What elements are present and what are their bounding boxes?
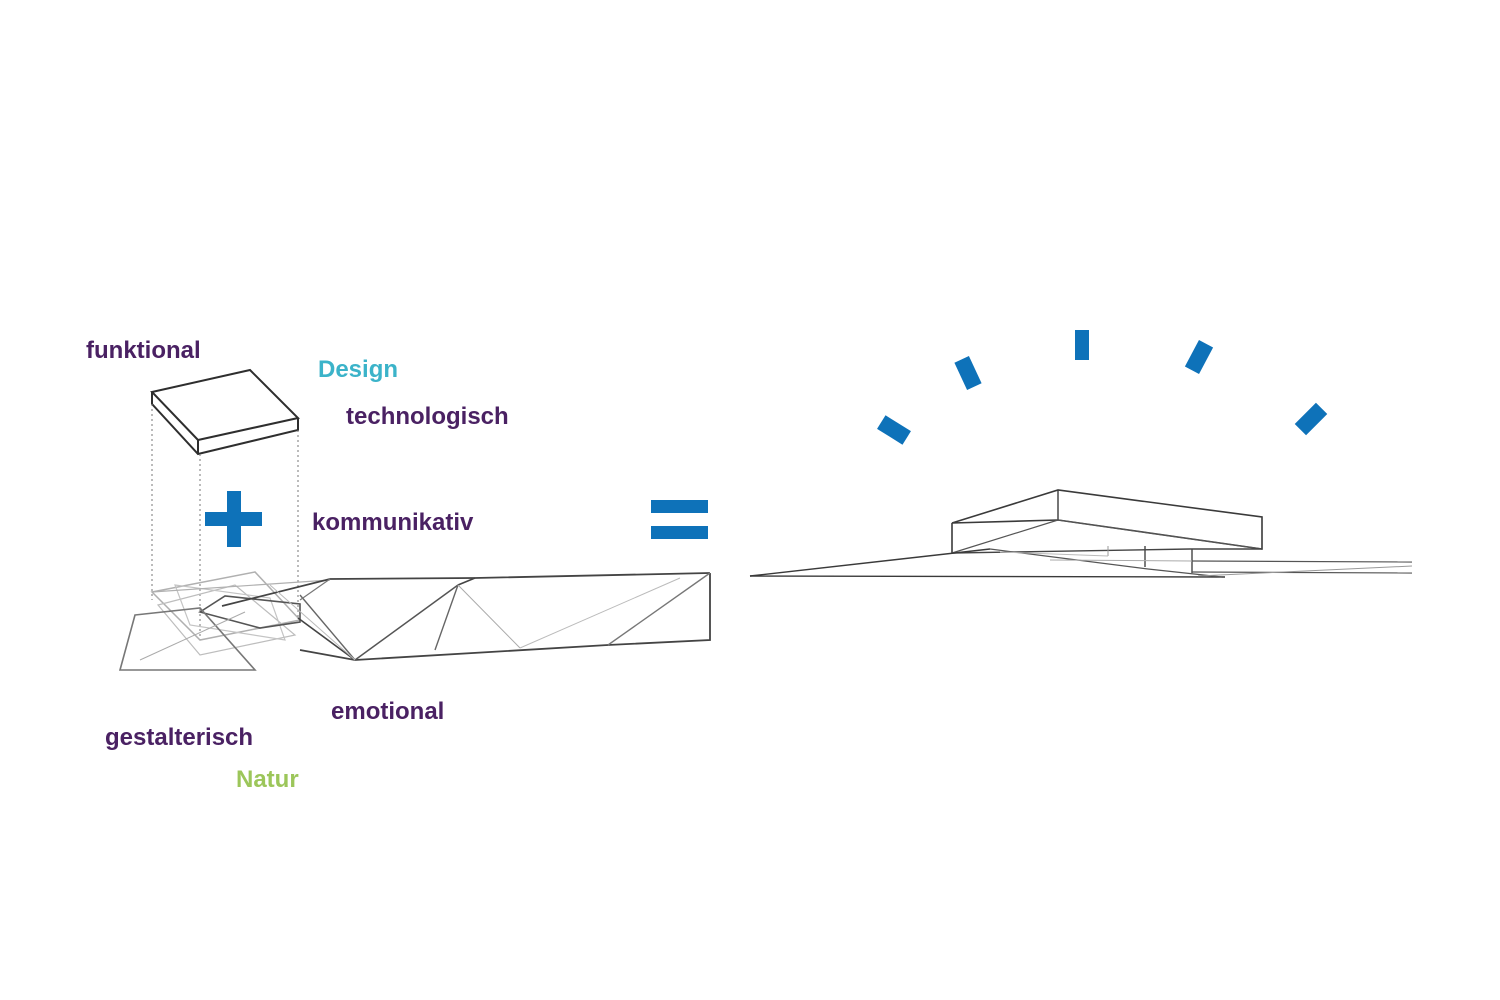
label-funktional: funktional — [86, 337, 201, 364]
floating-box-sketch — [150, 368, 300, 640]
folded-ground-sketch — [118, 571, 711, 671]
label-natur: Natur — [236, 766, 299, 793]
label-gestalterisch: gestalterisch — [105, 724, 254, 751]
label-technologisch: technologisch — [346, 403, 509, 430]
label-kommunikativ: kommunikativ — [312, 509, 474, 536]
plus-icon — [205, 491, 262, 547]
label-emotional: emotional — [331, 698, 445, 725]
equals-icon — [651, 500, 708, 539]
building-perspective-sketch — [749, 489, 1413, 578]
radiating-rays-icon — [877, 330, 1328, 445]
label-design: Design — [318, 356, 399, 383]
